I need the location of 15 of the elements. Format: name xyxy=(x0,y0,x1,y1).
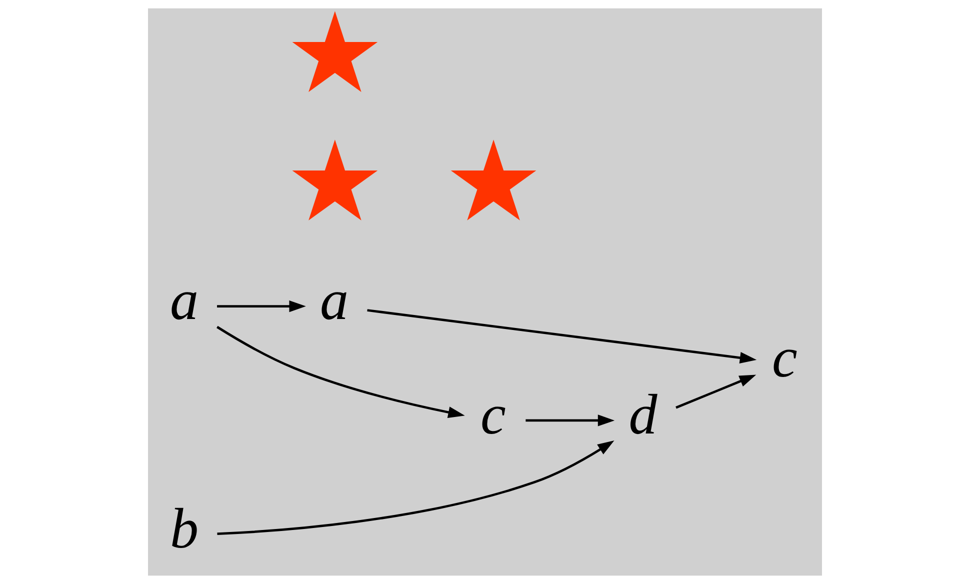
node-text: a xyxy=(320,269,349,332)
node-star xyxy=(292,140,378,220)
node-text: a xyxy=(170,269,199,332)
node-text: b xyxy=(170,498,199,561)
arrow xyxy=(367,309,757,364)
node-text: c xyxy=(480,383,506,446)
node-text: c xyxy=(772,326,798,390)
arrow xyxy=(217,440,614,535)
arrow xyxy=(526,414,615,426)
node-star xyxy=(450,140,536,220)
node-star xyxy=(292,11,378,92)
arrow xyxy=(676,374,756,409)
arrow xyxy=(216,326,465,418)
node-text: d xyxy=(628,383,658,446)
arrow xyxy=(217,300,306,312)
